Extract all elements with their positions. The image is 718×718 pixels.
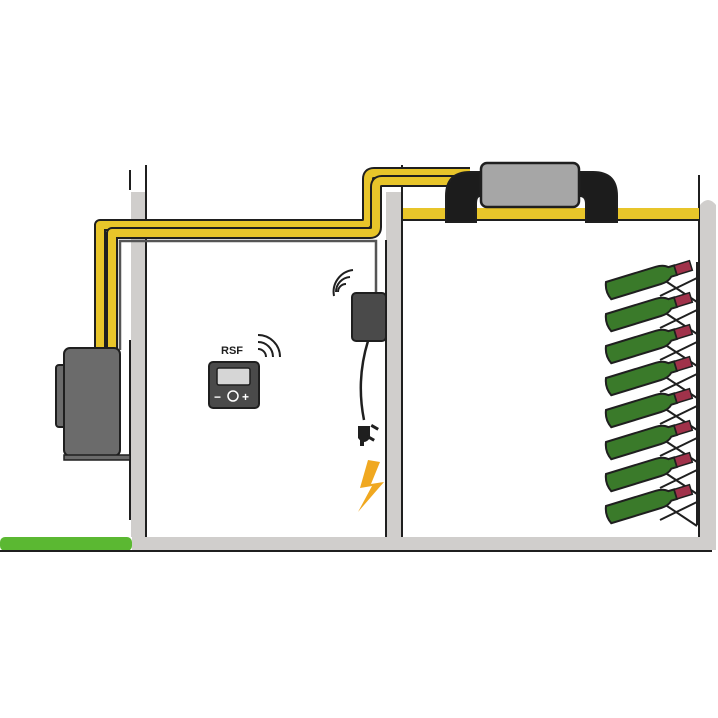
thermostat-rsf: RSF − +	[208, 334, 281, 409]
wine-bottle	[604, 355, 694, 397]
wine-bottle	[604, 323, 694, 365]
wine-bottle	[604, 291, 694, 333]
left-wall	[129, 165, 147, 537]
wireless-controller	[332, 269, 387, 342]
outdoor-unit	[55, 347, 131, 461]
rack-strut	[659, 501, 698, 521]
wine-bottle	[604, 483, 694, 525]
wine-bottle	[604, 451, 694, 493]
floor-slab	[132, 537, 710, 551]
rack-strut	[659, 373, 698, 393]
wine-bottle	[604, 387, 694, 429]
thermostat-label: RSF	[221, 345, 243, 357]
rack-strut	[659, 309, 698, 329]
power-plug	[358, 340, 379, 446]
ground-grass	[0, 537, 132, 551]
ducted-evaporator	[445, 161, 618, 223]
control-cable	[118, 239, 378, 350]
electric-spark-icon	[358, 460, 384, 512]
thermostat-plus: +	[242, 390, 249, 404]
rack-strut	[659, 341, 698, 361]
rack-strut	[659, 405, 698, 425]
rack-strut	[659, 277, 698, 297]
right-wall	[698, 175, 716, 550]
rack-strut	[659, 437, 698, 457]
wine-rack	[604, 259, 698, 527]
thermostat-minus: −	[214, 390, 221, 404]
wine-bottle	[604, 259, 694, 301]
rack-strut	[659, 469, 698, 489]
middle-wall	[385, 165, 403, 537]
refrigerant-pipes	[94, 167, 470, 350]
wine-bottle	[604, 419, 694, 461]
